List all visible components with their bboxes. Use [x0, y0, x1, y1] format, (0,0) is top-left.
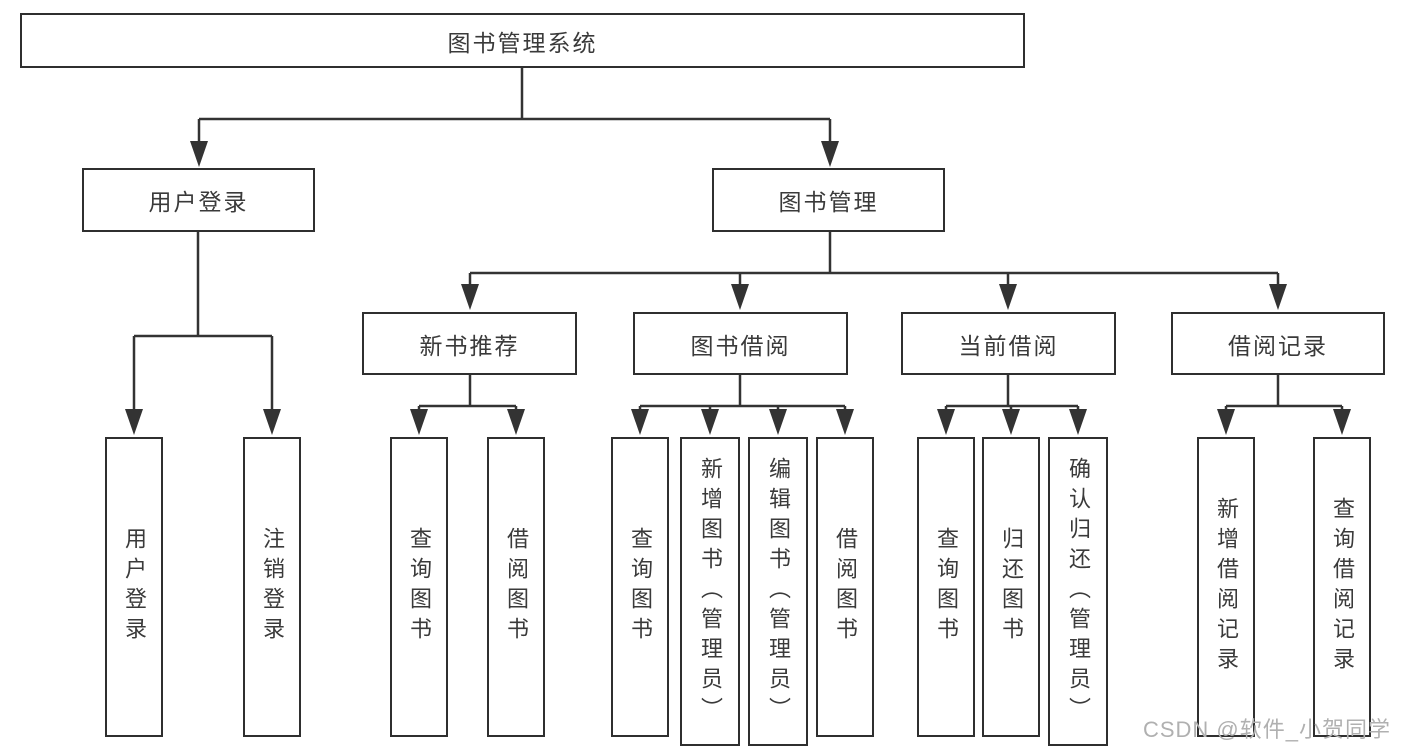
leaf-label: 用户登录 [122, 527, 147, 647]
leaf-label: 查询图书 [934, 527, 959, 647]
leaf-edit-book-admin: 编辑图书（管理员） [748, 437, 808, 746]
leaf-borrow-book-newrec: 借阅图书 [487, 437, 545, 737]
leaf-query-book-borrow: 查询图书 [611, 437, 669, 737]
leaf-label: 编辑图书（管理员） [766, 456, 791, 727]
leaf-label: 查询图书 [628, 527, 653, 647]
leaf-query-book-current: 查询图书 [917, 437, 975, 737]
leaf-label: 新增图书（管理员） [698, 456, 723, 727]
leaf-label: 查询借阅记录 [1330, 497, 1355, 677]
leaf-add-borrow-record: 新增借阅记录 [1197, 437, 1255, 737]
leaf-logout-login: 注销登录 [243, 437, 301, 737]
leaf-borrow-book: 借阅图书 [816, 437, 874, 737]
node-borrow-records: 借阅记录 [1171, 312, 1385, 375]
leaf-query-book-newrec: 查询图书 [390, 437, 448, 737]
leaf-return-book: 归还图书 [982, 437, 1040, 737]
csdn-watermark: CSDN @软件_小贺同学 [1142, 717, 1391, 742]
node-library-system: 图书管理系统 [20, 13, 1025, 68]
node-current-borrow: 当前借阅 [901, 312, 1116, 375]
leaf-label: 借阅图书 [833, 527, 858, 647]
leaf-label: 查询图书 [407, 527, 432, 647]
leaf-label: 注销登录 [260, 527, 285, 647]
leaf-user-login: 用户登录 [105, 437, 163, 737]
node-book-management: 图书管理 [712, 168, 945, 232]
leaf-label: 归还图书 [999, 527, 1024, 647]
leaf-label: 借阅图书 [504, 527, 529, 647]
node-user-login: 用户登录 [82, 168, 315, 232]
leaf-query-borrow-record: 查询借阅记录 [1313, 437, 1371, 737]
node-book-borrow: 图书借阅 [633, 312, 848, 375]
leaf-label: 新增借阅记录 [1214, 497, 1239, 677]
leaf-add-book-admin: 新增图书（管理员） [680, 437, 740, 746]
node-new-book-recommend: 新书推荐 [362, 312, 577, 375]
leaf-confirm-return-admin: 确认归还（管理员） [1048, 437, 1108, 746]
leaf-label: 确认归还（管理员） [1066, 456, 1091, 727]
